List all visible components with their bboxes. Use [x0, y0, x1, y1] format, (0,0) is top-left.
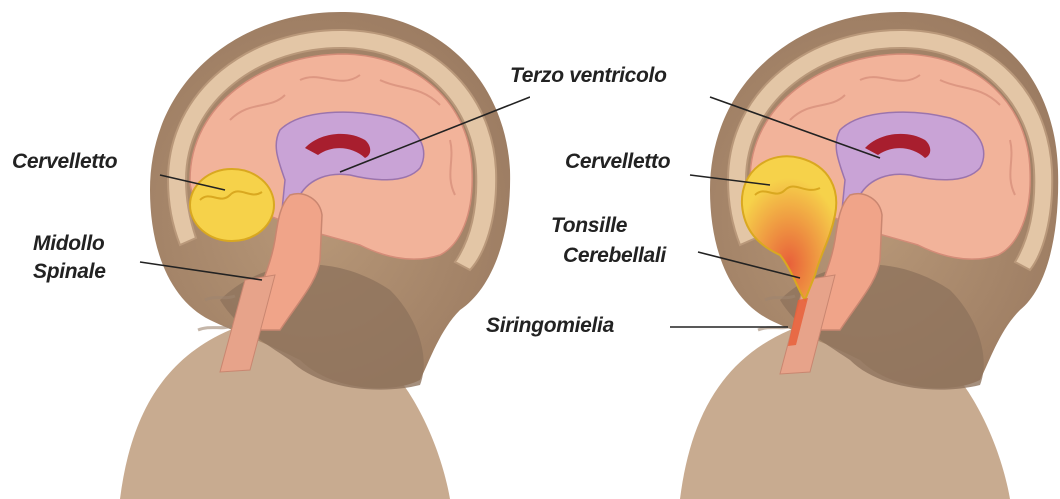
label-cerebellum-left: Cervelletto [12, 150, 117, 174]
label-tonsils-line1: Tonsille [551, 214, 627, 238]
label-tonsils-line2: Cerebellali [563, 244, 666, 268]
label-cerebellum-right: Cervelletto [565, 150, 670, 174]
label-syringomyelia: Siringomielia [486, 314, 614, 338]
cerebellum-shape [190, 169, 274, 241]
label-spinal-cord-line2: Spinale [33, 260, 106, 284]
label-spinal-cord-line1: Midollo [33, 232, 104, 256]
label-third-ventricle: Terzo ventricolo [510, 64, 667, 88]
